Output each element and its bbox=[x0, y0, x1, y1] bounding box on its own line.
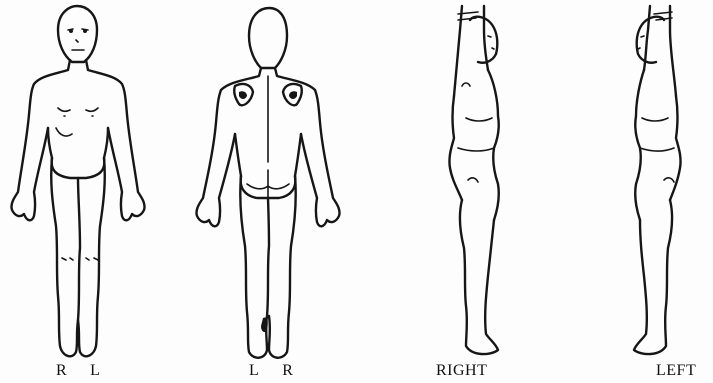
left-view-label: LEFT bbox=[656, 362, 696, 380]
front-view-figure: R L bbox=[0, 0, 170, 362]
right-side-view-figure: RIGHT bbox=[418, 0, 528, 362]
right-view-label: RIGHT bbox=[436, 362, 487, 380]
back-body-outline bbox=[185, 0, 360, 362]
front-label-r: R bbox=[56, 362, 67, 380]
front-body-outline bbox=[0, 0, 170, 362]
right-side-body-outline bbox=[418, 0, 528, 362]
left-side-view-figure: LEFT bbox=[612, 0, 712, 362]
front-label-l: L bbox=[90, 362, 100, 380]
back-label-r: R bbox=[282, 362, 293, 380]
back-view-figure: L R bbox=[185, 0, 360, 362]
left-side-body-outline bbox=[612, 0, 712, 362]
front-side-labels: R L bbox=[56, 362, 100, 380]
back-label-l: L bbox=[249, 362, 259, 380]
back-side-labels: L R bbox=[249, 362, 293, 380]
